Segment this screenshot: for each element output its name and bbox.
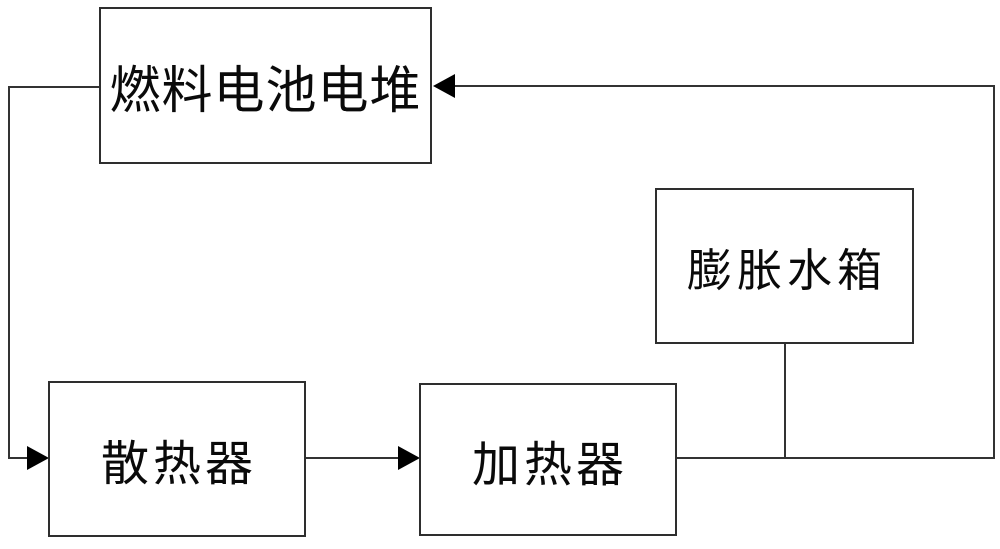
arrowhead-into-radiator-icon bbox=[27, 446, 49, 470]
radiator-box: 散热器 bbox=[48, 381, 306, 537]
expansion-tank-label: 膨胀水箱 bbox=[686, 243, 887, 297]
wire-fuelcell-left-horizontal bbox=[8, 86, 99, 88]
heater-label: 加热器 bbox=[471, 436, 628, 493]
wire-into-radiator-horizontal bbox=[8, 457, 29, 459]
fuel-cell-stack-box: 燃料电池电堆 bbox=[99, 7, 432, 164]
wire-heater-right-horizontal bbox=[677, 457, 995, 459]
wire-left-vertical bbox=[8, 86, 10, 458]
heater-box: 加热器 bbox=[419, 383, 677, 536]
wire-top-horizontal bbox=[454, 85, 994, 87]
wire-radiator-to-heater bbox=[306, 457, 399, 459]
arrowhead-into-fuel-cell-stack-icon bbox=[433, 74, 455, 98]
wire-right-vertical bbox=[993, 85, 995, 459]
expansion-tank-box: 膨胀水箱 bbox=[655, 188, 914, 344]
fuel-cell-stack-label: 燃料电池电堆 bbox=[109, 61, 422, 121]
radiator-label: 散热器 bbox=[100, 436, 257, 492]
arrowhead-into-heater-icon bbox=[398, 446, 420, 470]
wire-expansion-tank-drop bbox=[784, 343, 786, 458]
